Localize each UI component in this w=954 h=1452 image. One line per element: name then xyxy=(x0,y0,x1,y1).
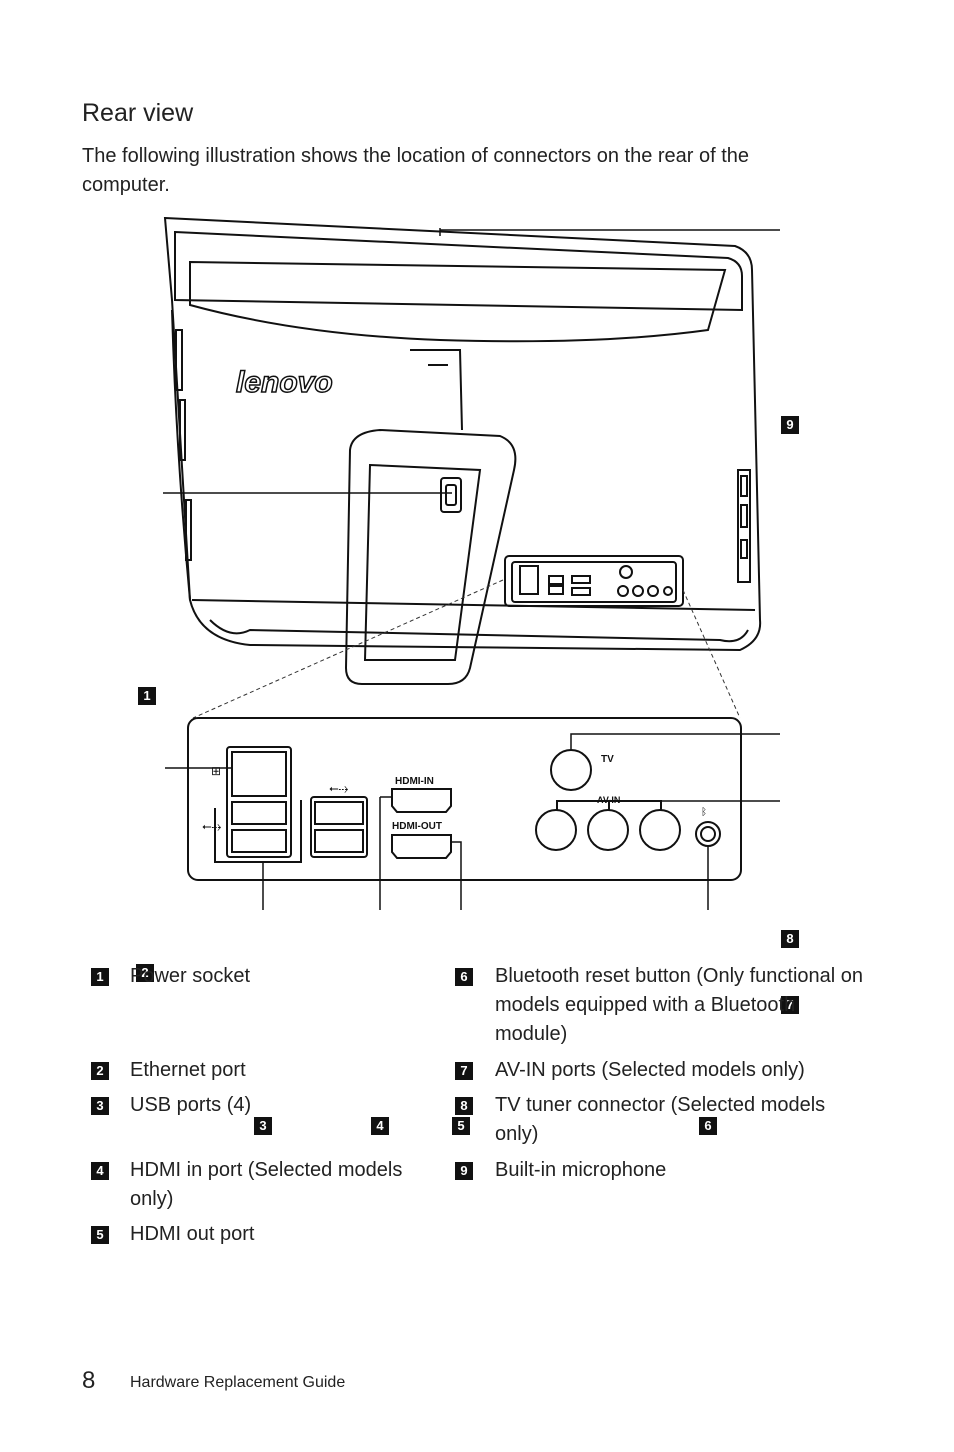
callout-badge-1: 1 xyxy=(138,687,156,705)
legend-num-5: 5 xyxy=(91,1226,109,1244)
legend-num-7: 7 xyxy=(455,1062,473,1080)
tv-icon-label: TV xyxy=(601,754,614,765)
legend-num-9: 9 xyxy=(455,1162,473,1180)
legend-text-8: TV tuner connector (Selected models only… xyxy=(495,1094,826,1145)
legend-num-1: 1 xyxy=(91,968,109,986)
legend-text-9: Built-in microphone xyxy=(495,1159,667,1181)
page-number: 8 xyxy=(82,1367,96,1394)
usb-icon-middle: ⭠⇢ xyxy=(329,781,349,795)
legend-num-3: 3 xyxy=(91,1097,109,1115)
rear-view-illustration: lenovo xyxy=(0,205,954,1135)
hdmi-out-label: HDMI-OUT xyxy=(392,821,442,832)
lenovo-logo: lenovo xyxy=(236,366,333,399)
legend-num-8: 8 xyxy=(455,1097,473,1115)
bluetooth-icon: ᛒ xyxy=(701,807,707,818)
legend-text-6: Bluetooth reset button (Only functional … xyxy=(495,965,864,1045)
callout-badge-9: 9 xyxy=(781,416,799,434)
callout-badge-5: 5 xyxy=(452,1117,470,1135)
legend-num-2: 2 xyxy=(91,1062,109,1080)
rear-view-drawing: lenovo xyxy=(163,216,780,910)
callout-badge-6: 6 xyxy=(699,1117,717,1135)
callout-badge-3: 3 xyxy=(254,1117,272,1135)
legend-text-2: Ethernet port xyxy=(130,1059,246,1081)
ethernet-icon: ⊞ xyxy=(211,764,221,778)
av-in-label: AV-IN xyxy=(597,795,620,805)
callout-badge-4: 4 xyxy=(371,1117,389,1135)
intro-paragraph: The following illustration shows the loc… xyxy=(82,145,750,196)
legend-text-4: HDMI in port (Selected models only) xyxy=(130,1159,403,1210)
legend-num-4: 4 xyxy=(91,1162,109,1180)
footer-title: Hardware Replacement Guide xyxy=(130,1374,346,1391)
legend-text-7: AV-IN ports (Selected models only) xyxy=(495,1059,805,1081)
callout-badge-2: 2 xyxy=(136,964,154,982)
legend-num-6: 6 xyxy=(455,968,473,986)
legend-text-3: USB ports (4) xyxy=(130,1094,252,1116)
legend-text-1: Power socket xyxy=(130,965,251,987)
callout-badge-8: 8 xyxy=(781,930,799,948)
hdmi-in-label: HDMI-IN xyxy=(395,776,434,787)
usb-icon-left: ⭠⇢ xyxy=(202,819,222,833)
page-title: Rear view xyxy=(82,99,194,127)
callout-badge-7: 7 xyxy=(781,996,799,1014)
legend-text-5: HDMI out port xyxy=(130,1223,255,1245)
